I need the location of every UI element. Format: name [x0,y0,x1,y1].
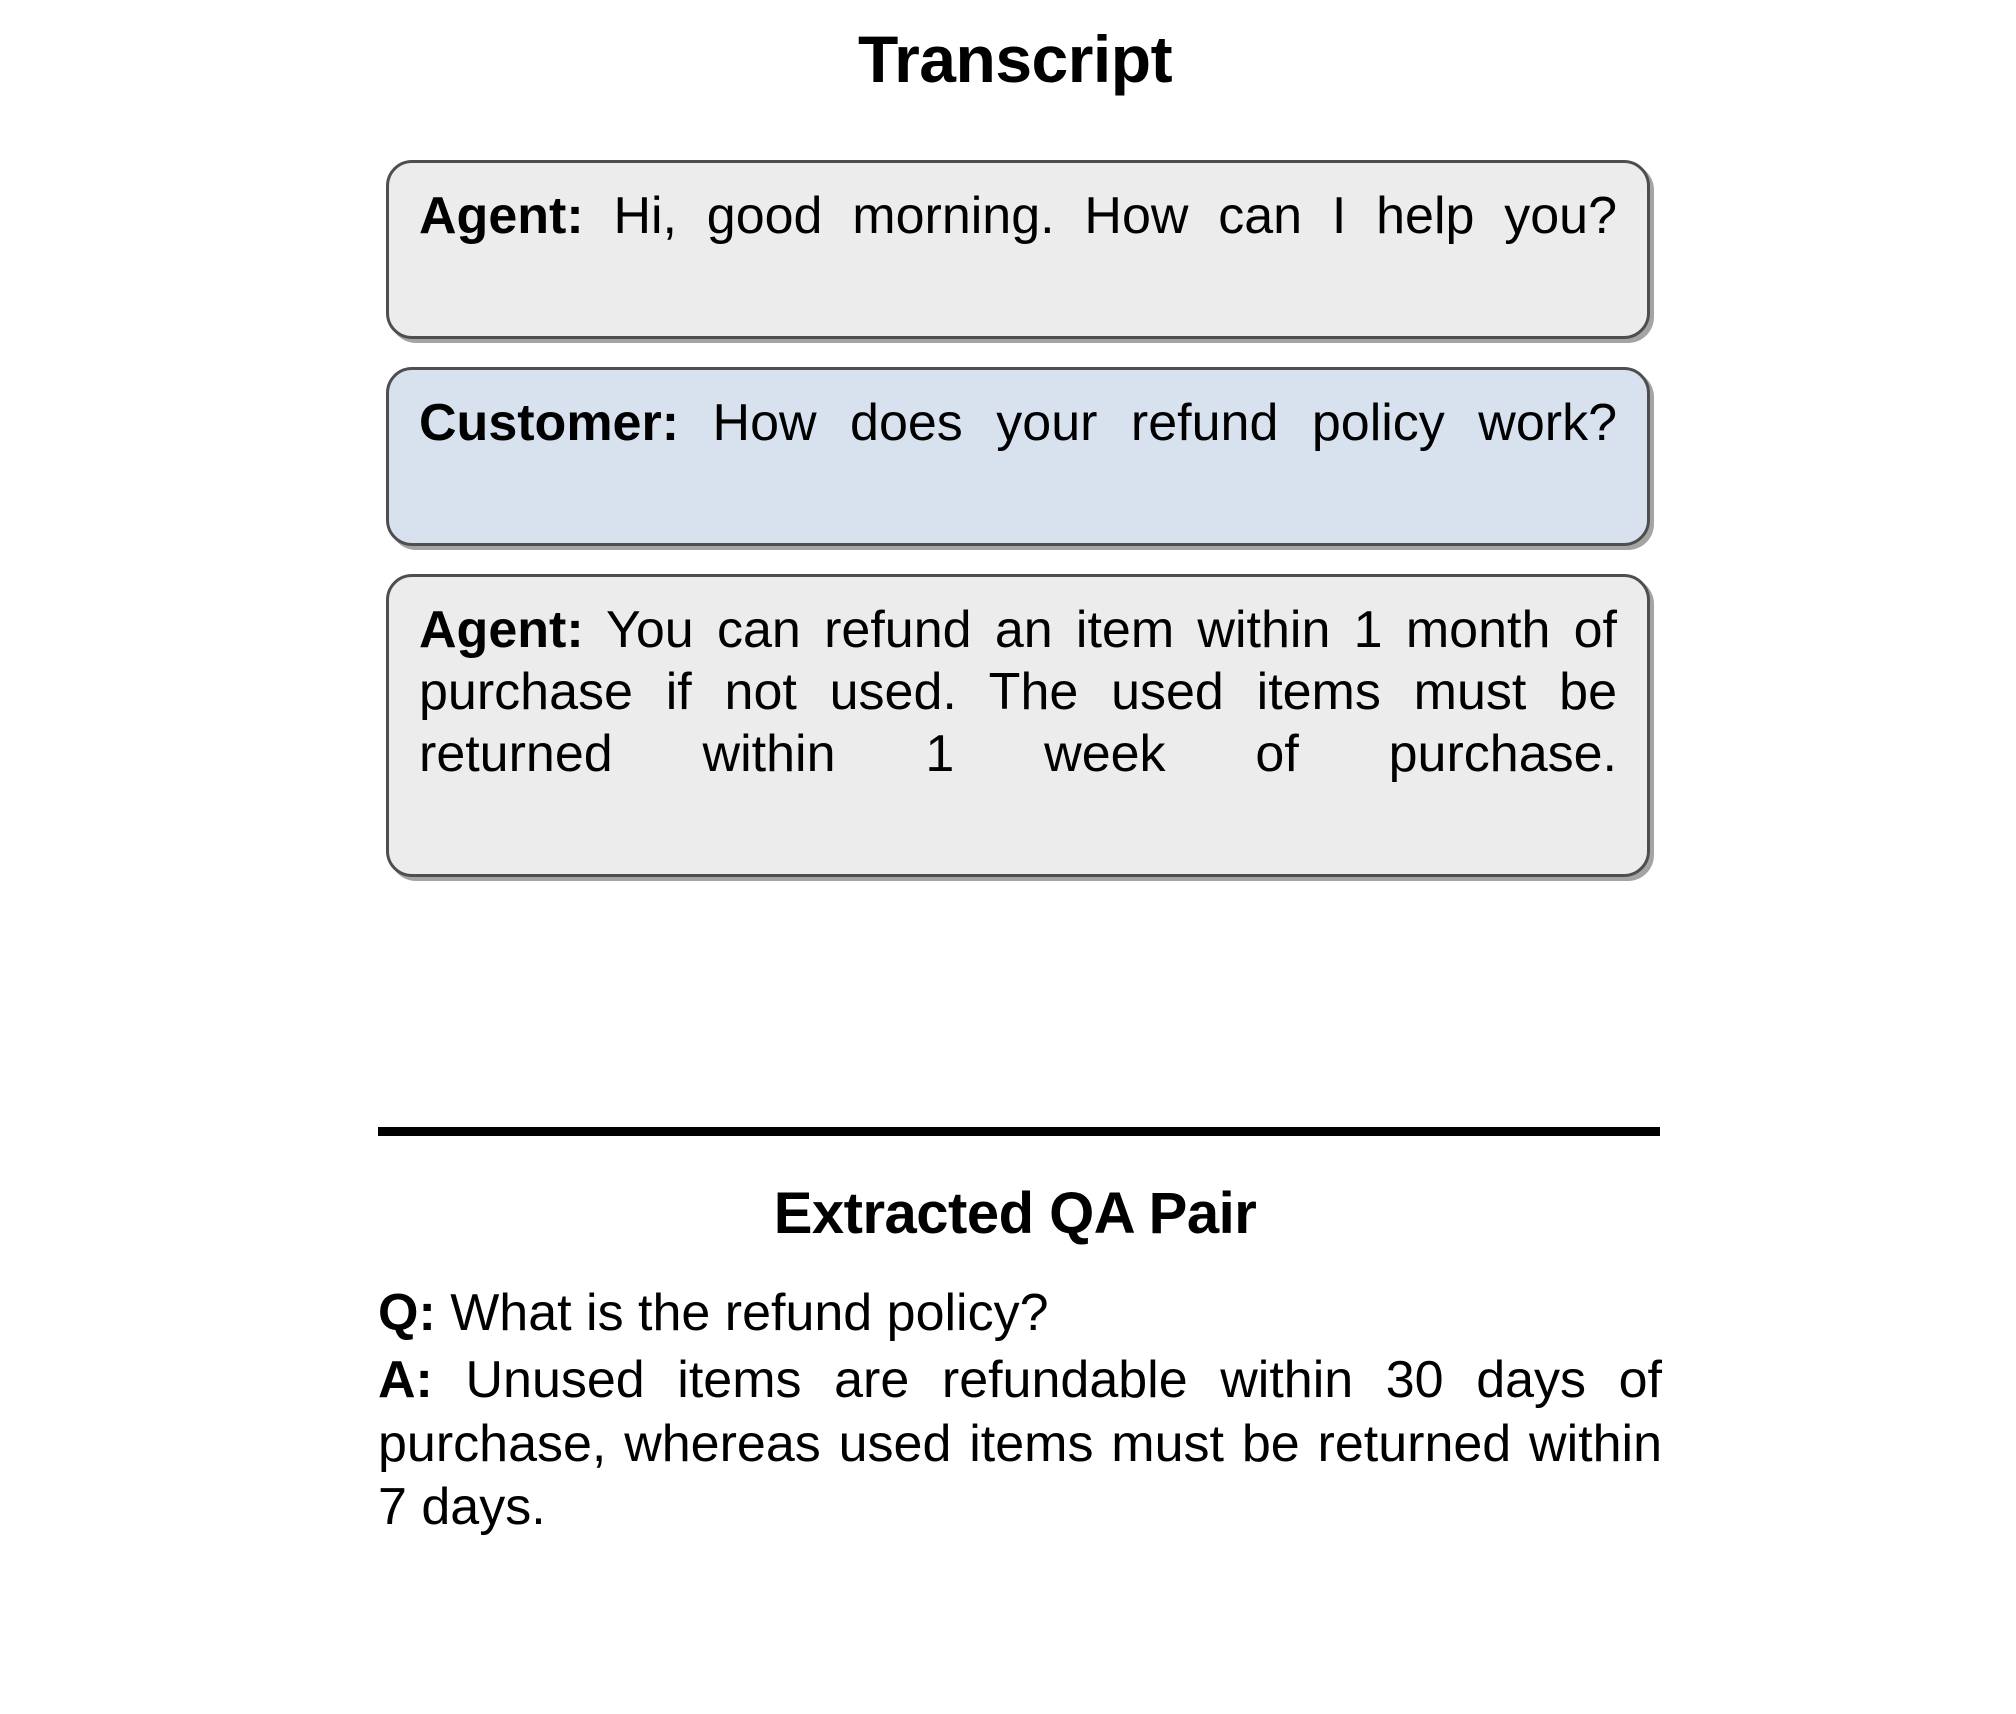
speaker-label: Agent: [419,600,584,659]
answer-label: A: [378,1351,433,1410]
message-text: Agent: Hi, good morning. How can I help … [419,185,1617,310]
message-text: Agent: You can refund an item within 1 m… [419,599,1617,849]
extracted-qa-pair-block: Q: What is the refund policy? A: Unused … [378,1282,1662,1544]
qa-question-line: Q: What is the refund policy? [378,1282,1662,1345]
speaker-label: Customer: [419,393,680,452]
message-text: Customer: How does your refund policy wo… [419,392,1617,517]
question-label: Q: [378,1284,436,1342]
message-bubble-agent-2: Agent: You can refund an item within 1 m… [386,573,1650,878]
section-divider [378,1127,1660,1136]
message-body: You can refund an item within 1 month of… [419,600,1617,784]
speaker-label: Agent: [419,187,584,245]
extracted-qa-pair-title: Extracted QA Pair [773,1181,1257,1246]
question-text: What is the refund policy? [435,1284,1049,1342]
message-body: How does your refund policy work? [679,393,1617,452]
message-bubble-customer-1: Customer: How does your refund policy wo… [386,366,1650,546]
transcript-message-list: Agent: Hi, good morning. How can I help … [386,160,1650,878]
transcript-title: Transcript [857,22,1173,96]
message-bubble-agent-1: Agent: Hi, good morning. How can I help … [386,160,1650,339]
answer-text: Unused items are refundable within 30 da… [378,1351,1662,1537]
qa-answer-line: A: Unused items are refundable within 30… [378,1349,1662,1539]
message-body: Hi, good morning. How can I help you? [583,187,1617,245]
